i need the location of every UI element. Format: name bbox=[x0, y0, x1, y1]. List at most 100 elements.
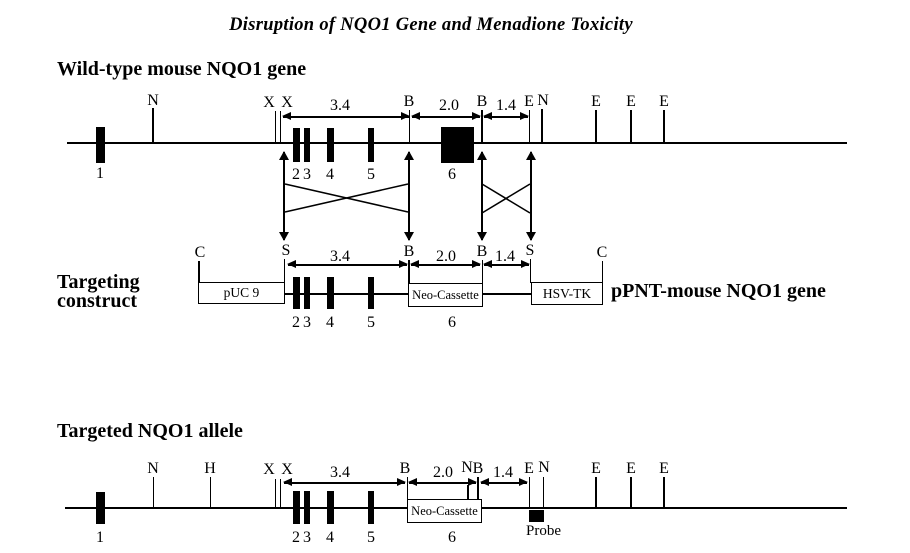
crossover-line bbox=[481, 183, 531, 214]
distance-arrow bbox=[287, 260, 408, 269]
exon-bar-3 bbox=[303, 128, 310, 162]
site-tick-B bbox=[408, 260, 410, 283]
distance-label: 3.4 bbox=[330, 248, 350, 265]
exon-label: 6 bbox=[448, 166, 456, 183]
recombination-arrow bbox=[525, 151, 536, 241]
exon-bar-4 bbox=[327, 277, 334, 309]
site-tick-X bbox=[279, 479, 281, 507]
arrowhead-left-icon bbox=[410, 260, 419, 269]
exon-label: 1 bbox=[96, 529, 104, 546]
distance-label: 1.4 bbox=[495, 248, 515, 265]
crossover-line bbox=[481, 183, 531, 214]
site-label-S: S bbox=[281, 242, 291, 259]
distance-label: 3.4 bbox=[330, 97, 350, 114]
arrowhead-right-icon bbox=[397, 478, 406, 487]
site-label-H: H bbox=[204, 460, 216, 477]
arrowhead-up-icon bbox=[525, 151, 536, 160]
site-label-B: B bbox=[476, 243, 488, 260]
exon-bar-1 bbox=[96, 127, 105, 163]
exon-label: 3 bbox=[303, 314, 311, 331]
site-tick-B bbox=[481, 110, 483, 142]
site-tick-C bbox=[198, 261, 200, 282]
exon-bar-4 bbox=[327, 128, 334, 162]
running-title: Disruption of NQO1 Gene and Menadione To… bbox=[229, 15, 633, 35]
exon-bar-5 bbox=[368, 277, 374, 309]
exon-label: 2 bbox=[292, 529, 300, 546]
distance-arrow bbox=[410, 260, 481, 269]
distance-label: 3.4 bbox=[330, 464, 350, 481]
site-tick-E bbox=[630, 477, 632, 507]
arrowhead-down-icon bbox=[476, 232, 487, 241]
arrowhead-down-icon bbox=[403, 232, 414, 241]
distance-label: 2.0 bbox=[436, 248, 456, 265]
recombination-arrow bbox=[278, 151, 289, 241]
site-tick-E bbox=[528, 477, 530, 507]
distance-arrow bbox=[283, 478, 406, 487]
site-label-X: X bbox=[263, 461, 275, 478]
arrowhead-right-icon bbox=[472, 112, 481, 121]
distance-arrow bbox=[479, 478, 528, 487]
exon-bar-6 bbox=[441, 127, 474, 163]
section-heading-targeted: Targeted NQO1 allele bbox=[57, 420, 243, 442]
site-tick-E bbox=[663, 477, 665, 507]
site-tick-N bbox=[467, 485, 469, 500]
site-tick-B bbox=[477, 477, 479, 500]
arrowhead-up-icon bbox=[476, 151, 487, 160]
site-label-E: E bbox=[626, 460, 636, 477]
hsv-tk-box: HSV-TK bbox=[531, 282, 603, 305]
exon-bar-2 bbox=[293, 491, 300, 524]
site-tick-E bbox=[595, 477, 597, 507]
exon-label: 4 bbox=[326, 314, 334, 331]
probe-box bbox=[529, 510, 544, 522]
site-tick-H bbox=[209, 477, 211, 507]
site-label-B: B bbox=[399, 460, 411, 477]
arrowhead-right-icon bbox=[472, 260, 481, 269]
exon-bar-2 bbox=[293, 277, 300, 309]
exon-bar-1 bbox=[96, 492, 105, 524]
arrowhead-left-icon bbox=[479, 478, 489, 487]
arrowhead-left-icon bbox=[482, 260, 492, 269]
arrowhead-down-icon bbox=[278, 232, 289, 241]
site-tick-B bbox=[408, 110, 410, 142]
neo-cassette-box: Neo-Cassette bbox=[408, 283, 483, 307]
distance-label: 1.4 bbox=[493, 464, 513, 481]
site-tick-E bbox=[528, 110, 530, 142]
arrowhead-left-icon bbox=[282, 112, 291, 121]
arrowhead-left-icon bbox=[283, 478, 292, 487]
site-tick-X bbox=[275, 479, 277, 507]
recombination-arrow bbox=[476, 151, 487, 241]
arrowhead-left-icon bbox=[411, 112, 420, 121]
arrowhead-right-icon bbox=[399, 260, 408, 269]
section-heading-wildtype: Wild-type mouse NQO1 gene bbox=[57, 58, 307, 80]
site-tick-B bbox=[406, 477, 408, 500]
arrowhead-left-icon bbox=[408, 478, 417, 487]
exon-label: 4 bbox=[326, 166, 334, 183]
exon-label: 4 bbox=[326, 529, 334, 546]
distance-label: 2.0 bbox=[439, 97, 459, 114]
site-label-C: C bbox=[194, 244, 206, 261]
exon-label: 5 bbox=[367, 314, 375, 331]
distance-arrow bbox=[408, 478, 477, 487]
arrowhead-up-icon bbox=[403, 151, 414, 160]
site-tick-E bbox=[595, 110, 597, 142]
section-heading-construct-line2: construct bbox=[57, 290, 137, 312]
exon-label: 5 bbox=[367, 166, 375, 183]
arrowhead-left-icon bbox=[483, 112, 492, 121]
site-tick-E bbox=[663, 110, 665, 142]
arrowhead-right-icon bbox=[520, 112, 529, 121]
site-label-N: N bbox=[537, 92, 549, 109]
exon-bar-5 bbox=[368, 128, 374, 162]
site-tick-X bbox=[279, 111, 281, 142]
site-label-X: X bbox=[281, 94, 293, 111]
site-tick-S bbox=[529, 259, 531, 283]
site-label-B: B bbox=[403, 243, 415, 260]
site-label-N: N bbox=[147, 460, 159, 477]
site-label-N: N bbox=[147, 92, 159, 109]
site-label-E: E bbox=[591, 460, 601, 477]
site-label-E: E bbox=[591, 93, 601, 110]
site-label-S: S bbox=[525, 242, 535, 259]
site-tick-C bbox=[601, 261, 603, 283]
exon-label: 2 bbox=[292, 166, 300, 183]
site-tick-N bbox=[152, 108, 154, 142]
distance-arrow bbox=[282, 112, 410, 121]
